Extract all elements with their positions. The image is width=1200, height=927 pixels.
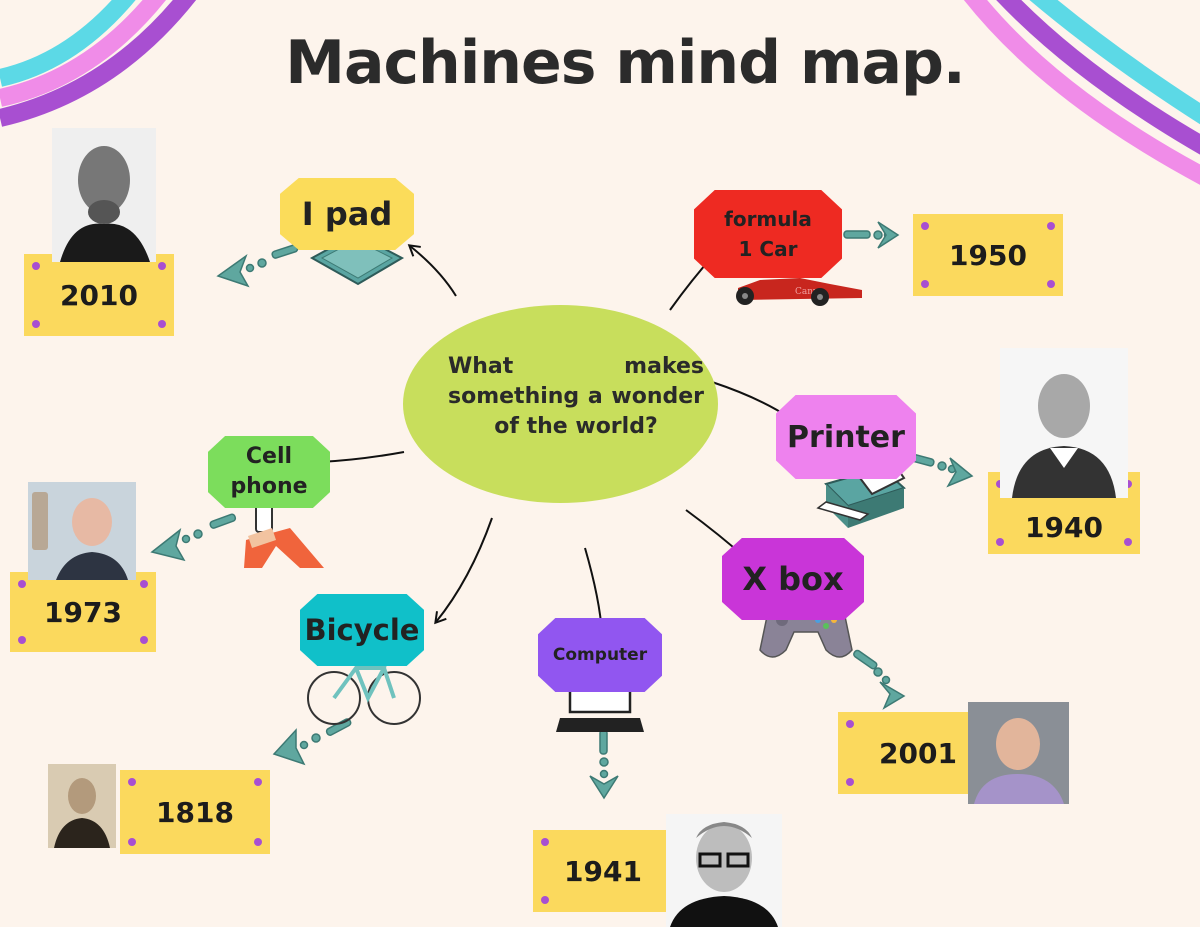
bicycle-year-box: 1818 [120, 770, 270, 854]
xbox-year-arrow [853, 649, 906, 710]
formula1-illustration: Canva [736, 278, 862, 306]
cellphone-illustration [244, 499, 324, 568]
computer-year-arrow [589, 729, 619, 800]
ipad-year: 2010 [60, 278, 138, 312]
arrow-to-cellphone [317, 451, 405, 469]
page-title: Machines mind map. [285, 28, 965, 98]
formula1-year: 1950 [949, 238, 1027, 272]
xbox-year: 2001 [879, 736, 957, 770]
corner-arc-left [0, 0, 197, 127]
printer-year-arrow [907, 452, 974, 488]
printer-year: 1940 [1025, 510, 1103, 544]
year-arrows [150, 221, 974, 800]
cellphone-year-arrow [150, 513, 237, 562]
xbox-tag: X box [722, 538, 864, 620]
inventor-portrait-cellphone [28, 482, 136, 580]
arrow-to-ipad [407, 244, 457, 297]
bicycle-year-arrow [272, 718, 352, 766]
computer-year: 1941 [564, 854, 642, 888]
computer-year-box: 1941 [533, 830, 673, 912]
inventor-portrait-xbox [968, 702, 1069, 804]
inventor-portrait-ipad [52, 128, 156, 262]
cellphone-year: 1973 [44, 595, 122, 629]
formula1-year-box: 1950 [913, 214, 1063, 296]
printer-tag: Printer [776, 395, 916, 479]
ipad-tag: I pad [280, 178, 414, 250]
formula1-year-arrow [843, 221, 900, 249]
svg-text:Canva: Canva [795, 287, 824, 297]
inventor-portrait-printer [1000, 348, 1128, 498]
ipad-year-arrow [216, 244, 299, 288]
inventor-portrait-computer [666, 814, 782, 927]
bicycle-tag: Bicycle [300, 594, 424, 666]
computer-tag: Computer [538, 618, 662, 692]
central-idea-bubble [403, 305, 718, 503]
bicycle-year: 1818 [156, 795, 234, 829]
formula1-tag: formula 1 Car [694, 190, 842, 278]
cellphone-year-box: 1973 [10, 572, 156, 652]
corner-arc-right [963, 0, 1200, 185]
cellphone-tag: Cell phone [208, 436, 330, 508]
inventor-portrait-bicycle [48, 764, 116, 848]
arrow-to-bicycle [434, 517, 493, 625]
ipad-year-box: 2010 [24, 254, 174, 336]
central-idea-text: What makes something a wonder of the wor… [448, 354, 704, 439]
